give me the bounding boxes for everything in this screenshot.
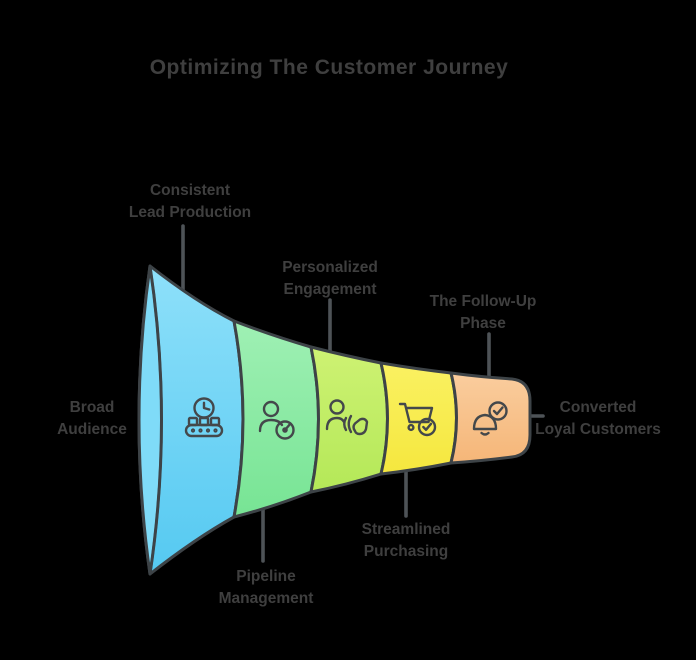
person-gauge-icon bbox=[258, 400, 295, 440]
label-bottom-middle-line1: Streamlined bbox=[361, 521, 451, 538]
funnel-stage-purchase bbox=[379, 361, 458, 476]
cart-check-icon bbox=[398, 402, 437, 437]
label-right: Converted Loyal Customers bbox=[535, 397, 661, 441]
label-top-right-line1: The Follow-Up bbox=[429, 293, 537, 310]
label-bottom-middle-line2: Purchasing bbox=[363, 543, 449, 560]
label-right-line2: Loyal Customers bbox=[535, 421, 661, 438]
clock-conveyor-icon bbox=[184, 397, 224, 438]
label-left-line1: Broad bbox=[69, 399, 115, 416]
label-top-middle-line2: Engagement bbox=[283, 281, 377, 298]
label-top-middle-line1: Personalized bbox=[282, 259, 378, 276]
label-top-left-line2: Lead Production bbox=[128, 204, 252, 221]
label-bottom-left-line2: Management bbox=[218, 590, 314, 607]
funnel-stage-qualification bbox=[232, 319, 320, 519]
diagram-title: Optimizing The Customer Journey bbox=[149, 56, 509, 79]
person-waves-icon bbox=[325, 399, 369, 436]
label-top-right-line2: Phase bbox=[460, 315, 506, 332]
label-top-left: Consistent Lead Production bbox=[129, 180, 251, 224]
label-top-middle: Personalized Engagement bbox=[282, 257, 378, 301]
label-left-line2: Audience bbox=[57, 421, 127, 438]
label-top-right: The Follow-Up Phase bbox=[430, 291, 537, 335]
label-bottom-left: Pipeline Management bbox=[219, 566, 314, 610]
label-top-left-line1: Consistent bbox=[149, 182, 231, 199]
label-bottom-left-line1: Pipeline bbox=[236, 568, 296, 585]
bell-check-icon bbox=[472, 401, 508, 436]
label-bottom-middle: Streamlined Purchasing bbox=[362, 519, 451, 563]
label-right-line1: Converted bbox=[559, 399, 637, 416]
label-left: Broad Audience bbox=[57, 397, 127, 441]
funnel-mouth-rim-line bbox=[148, 265, 163, 575]
